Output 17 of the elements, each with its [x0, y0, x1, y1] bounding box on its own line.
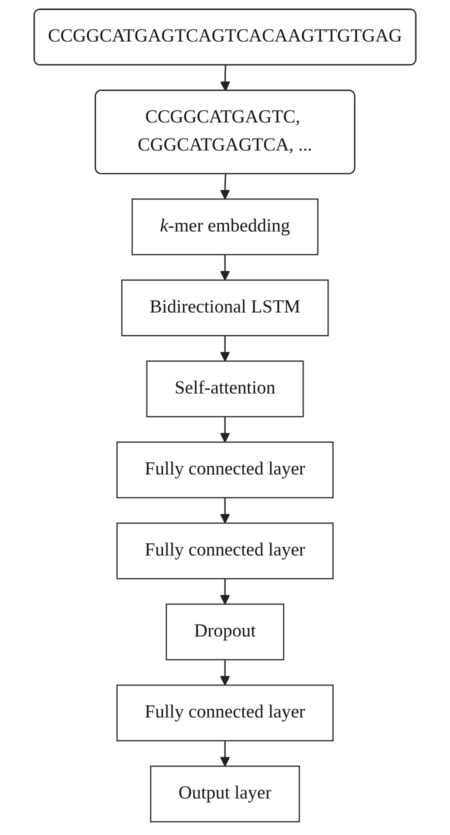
arrow — [220, 660, 230, 686]
arrow — [220, 336, 230, 362]
node-box: Fully connected layer — [116, 684, 334, 742]
node-box: Bidirectional LSTM — [121, 280, 329, 336]
node-box: Fully connected layer — [116, 442, 334, 498]
arrow — [220, 65, 230, 92]
arrow — [220, 254, 230, 281]
arrow — [220, 740, 230, 767]
arrow — [220, 416, 230, 443]
arrow — [220, 498, 230, 524]
node-box: Dropout — [166, 604, 284, 660]
node-box: Self-attention — [146, 360, 304, 418]
node-box: Fully connected layer — [116, 522, 334, 580]
node-box: Output layer — [150, 766, 300, 822]
node-box: k-mer embedding — [132, 198, 318, 256]
arrow — [220, 578, 230, 605]
arrow — [220, 174, 230, 200]
